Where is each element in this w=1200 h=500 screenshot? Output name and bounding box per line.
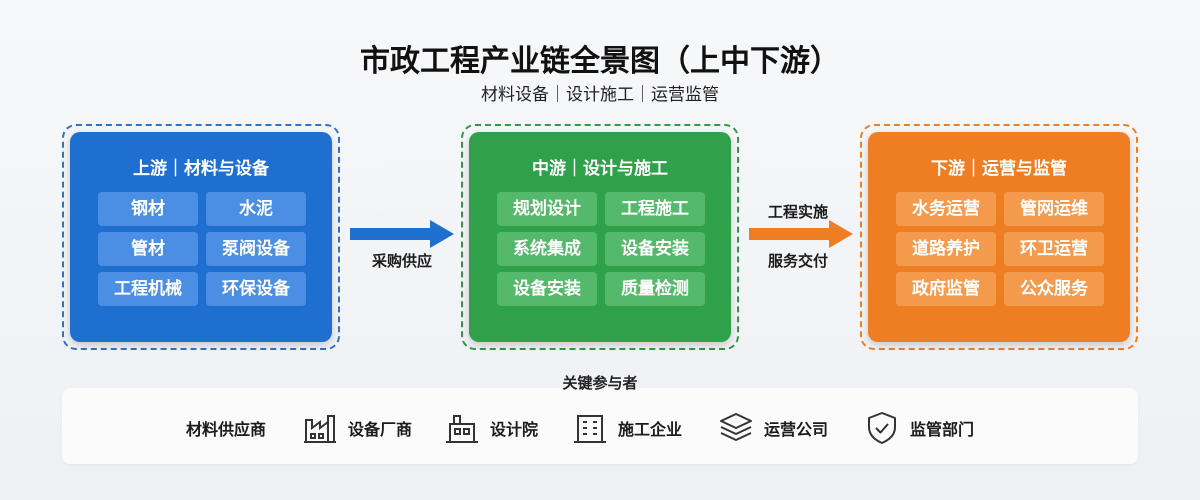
downstream-item: 政府监管	[896, 272, 996, 306]
upstream-item: 工程机械	[98, 272, 198, 306]
upstream-stage: 上游｜材料与设备 钢材 水泥 管材 泵阀设备 工程机械 环保设备	[70, 132, 332, 342]
participant-construction-company: 施工企业	[572, 408, 682, 448]
page-subtitle: 材料设备｜设计施工｜运营监管	[481, 85, 719, 105]
midstream-item: 系统集成	[497, 232, 597, 266]
midstream-item: 规划设计	[497, 192, 597, 226]
participant-material-supplier: 材料供应商	[186, 408, 266, 448]
participant-label: 设备厂商	[348, 420, 413, 439]
downstream-item: 公众服务	[1004, 272, 1104, 306]
shield-check-icon	[868, 412, 896, 444]
participant-label: 监管部门	[910, 420, 975, 439]
participant-regulator: 监管部门	[864, 408, 974, 448]
downstream-stage-frame: 下游｜运营与监管 水务运营 管网运维 道路养护 环卫运营 政府监管 公众服务	[860, 124, 1138, 350]
midstream-item: 设备安装	[605, 232, 705, 266]
upstream-item: 环保设备	[206, 272, 306, 306]
page-title: 市政工程产业链全景图（上中下游）	[360, 44, 840, 79]
upstream-stage-frame: 上游｜材料与设备 钢材 水泥 管材 泵阀设备 工程机械 环保设备	[62, 124, 340, 350]
participant-design-institute: 设计院	[444, 408, 538, 448]
upstream-stage-title: 上游｜材料与设备	[133, 159, 269, 179]
downstream-item: 环卫运营	[1004, 232, 1104, 266]
upstream-item: 管材	[98, 232, 198, 266]
participant-label: 设计院	[490, 420, 539, 439]
layers-icon	[720, 413, 752, 441]
midstream-stage-frame: 中游｜设计与施工 规划设计 工程施工 系统集成 设备安装 设备安装 质量检测	[461, 124, 739, 350]
participant-equipment-maker: 设备厂商	[302, 408, 412, 448]
midstream-stage: 中游｜设计与施工 规划设计 工程施工 系统集成 设备安装 设备安装 质量检测	[469, 132, 731, 342]
downstream-item: 水务运营	[896, 192, 996, 226]
participant-operator: 运营公司	[718, 408, 828, 448]
downstream-stage-title: 下游｜运营与监管	[931, 159, 1067, 179]
midstream-item: 设备安装	[497, 272, 597, 306]
implementation-label: 工程实施	[767, 203, 828, 221]
downstream-stage: 下游｜运营与监管 水务运营 管网运维 道路养护 环卫运营 政府监管 公众服务	[868, 132, 1130, 342]
participant-label: 运营公司	[764, 420, 829, 439]
building-icon	[574, 415, 606, 443]
supply-label: 采购供应	[371, 252, 432, 270]
upstream-item: 泵阀设备	[206, 232, 306, 266]
supply-arrow	[350, 220, 454, 248]
participant-label: 施工企业	[618, 420, 683, 439]
participants-panel	[62, 388, 1138, 464]
downstream-item: 管网运维	[1004, 192, 1104, 226]
participant-label: 材料供应商	[186, 420, 267, 439]
design-institute-icon	[446, 415, 478, 443]
delivery-label: 服务交付	[767, 252, 828, 270]
upstream-item: 水泥	[206, 192, 306, 226]
midstream-item: 质量检测	[605, 272, 705, 306]
delivery-arrow	[749, 220, 853, 248]
upstream-item: 钢材	[98, 192, 198, 226]
factory-icon	[304, 415, 336, 443]
midstream-stage-title: 中游｜设计与施工	[532, 159, 668, 179]
downstream-item: 道路养护	[896, 232, 996, 266]
participants-title: 关键参与者	[562, 374, 638, 392]
midstream-item: 工程施工	[605, 192, 705, 226]
